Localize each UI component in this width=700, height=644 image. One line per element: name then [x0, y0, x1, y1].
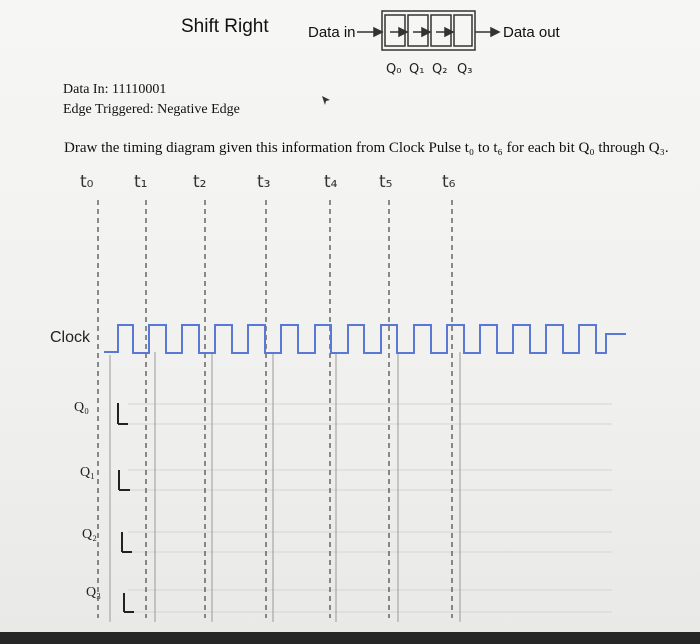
time-label-t6: t₆: [442, 172, 456, 192]
time-label-t1: t₁: [134, 172, 148, 192]
q1-label: Q₁: [80, 465, 95, 480]
time-label-t0: t₀: [80, 172, 94, 192]
register-label-q1: Q₁: [409, 62, 425, 77]
diagram-title: Shift Right: [181, 16, 269, 37]
register-cell-q3: [453, 14, 473, 47]
sheet-vertical-lines: [109, 352, 461, 622]
register-label-q3: Q₃: [457, 62, 473, 77]
q3-label: Q₃: [86, 585, 101, 600]
clock-label: Clock: [50, 329, 91, 346]
data-in-value: Data In: 11110001: [63, 82, 167, 97]
time-marker-lines: [97, 200, 453, 618]
q0-label: Q₀: [74, 400, 89, 415]
data-in-arrowhead: [373, 26, 384, 38]
time-label-t2: t₂: [193, 172, 207, 192]
register-label-q2: Q₂: [432, 62, 448, 77]
data-out-label: Data out: [503, 24, 560, 41]
data-out-arrowhead: [490, 26, 501, 38]
cursor-icon: [322, 96, 330, 105]
time-label-t5: t₅: [379, 172, 393, 192]
time-label-t3: t₃: [257, 172, 271, 192]
row-guide-lines: [128, 403, 612, 613]
screen-bezel: [0, 632, 700, 644]
clock-waveform: [104, 324, 626, 354]
data-in-label: Data in: [308, 24, 356, 41]
register-label-q0: Q₀: [386, 62, 402, 77]
cursor-mark: [322, 96, 330, 105]
q2-label: Q₂: [82, 527, 97, 542]
edge-trigger-text: Edge Triggered: Negative Edge: [63, 102, 240, 117]
register-outer-box: [381, 10, 476, 51]
time-label-t4: t₄: [324, 172, 338, 192]
initial-q-marks: [117, 403, 134, 613]
shift-register-diagram: [357, 10, 501, 51]
instruction-text: Draw the timing diagram given this infor…: [64, 140, 669, 156]
